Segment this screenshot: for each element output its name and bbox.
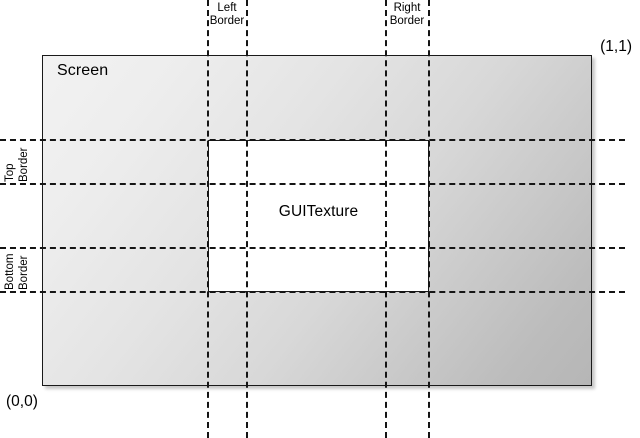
top-border-label: Top xyxy=(4,163,17,182)
coordinate-bottom-left: (0,0) xyxy=(6,393,38,410)
right-border-label-line1: Right xyxy=(393,2,421,14)
guide-line-left-border-inner xyxy=(246,0,248,438)
left-border-label-line2: Border xyxy=(209,14,245,27)
bottom-border-label: Bottom xyxy=(4,254,17,290)
top-border-label-secondary: Border xyxy=(18,147,31,182)
left-border-label-line1: Left xyxy=(217,2,237,14)
guide-line-right-border-outer xyxy=(428,0,430,438)
guide-line-left-border-outer xyxy=(207,0,209,438)
guitexture-rectangle xyxy=(208,140,429,292)
top-border-label-line2: Border xyxy=(18,147,30,182)
guide-line-bottom-border-outer xyxy=(0,291,625,293)
guide-line-top-border-outer xyxy=(0,139,625,141)
screen-label: Screen xyxy=(57,62,109,79)
top-border-label-line1: Top xyxy=(4,163,16,182)
left-border-label: Left Border xyxy=(197,2,257,27)
right-border-label: Right Border xyxy=(377,2,437,27)
coordinate-top-right: (1,1) xyxy=(600,38,632,55)
guitexture-label: GUITexture xyxy=(278,203,359,220)
guide-line-bottom-border-inner xyxy=(0,247,625,249)
bottom-border-label-secondary: Border xyxy=(18,255,31,290)
guide-line-top-border-inner xyxy=(0,183,625,185)
bottom-border-label-line2: Border xyxy=(18,255,30,290)
guide-line-right-border-inner xyxy=(385,0,387,438)
right-border-label-line2: Border xyxy=(389,14,425,27)
bottom-border-label-line1: Bottom xyxy=(4,253,16,290)
